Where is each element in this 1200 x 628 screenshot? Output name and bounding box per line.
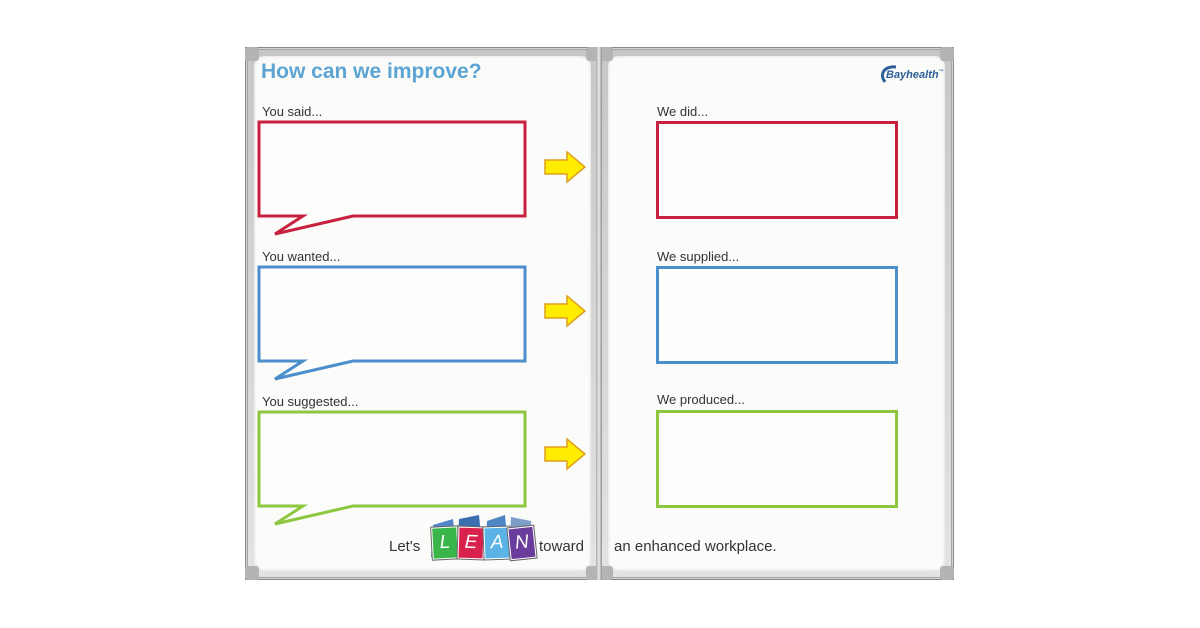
label-we-supplied: We supplied...	[657, 249, 740, 264]
footer-suffix: an enhanced workplace.	[614, 538, 777, 555]
footer-middle: toward	[539, 538, 585, 555]
footer-prefix: Let's	[389, 538, 421, 555]
bayhealth-logo-icon	[881, 65, 897, 83]
response-box-we-did[interactable]	[656, 121, 898, 219]
label-you-suggested: You suggested...	[262, 394, 359, 409]
brand-name: Bayhealth	[886, 69, 939, 81]
brand-logo-text: Bayhealth™	[886, 69, 944, 81]
lean-letter-n: N	[507, 525, 537, 561]
label-you-said: You said...	[262, 104, 323, 119]
label-we-did: We did...	[657, 104, 709, 119]
trademark-symbol: ™	[938, 69, 944, 75]
page-title: How can we improve?	[261, 60, 482, 83]
arrow-right-icon	[544, 294, 587, 328]
corner-cap	[940, 47, 954, 61]
corner-cap	[245, 566, 259, 580]
speech-bubble-you-wanted[interactable]	[255, 263, 530, 385]
panel-hinge-seam	[596, 47, 602, 580]
label-we-produced: We produced...	[657, 392, 745, 407]
lean-letter-e: E	[457, 526, 485, 560]
corner-cap	[599, 47, 613, 61]
arrow-right-icon	[544, 437, 587, 471]
corner-cap	[940, 566, 954, 580]
corner-cap	[245, 47, 259, 61]
arrow-right-icon	[544, 150, 587, 184]
lean-letter-l: L	[431, 526, 459, 560]
label-you-wanted: You wanted...	[262, 249, 341, 264]
corner-cap	[599, 566, 613, 580]
response-box-we-supplied[interactable]	[656, 266, 898, 364]
speech-bubble-you-suggested[interactable]	[255, 408, 530, 530]
speech-bubble-you-said[interactable]	[255, 118, 530, 240]
response-box-we-produced[interactable]	[656, 410, 898, 508]
lean-letter-a: A	[483, 526, 511, 560]
